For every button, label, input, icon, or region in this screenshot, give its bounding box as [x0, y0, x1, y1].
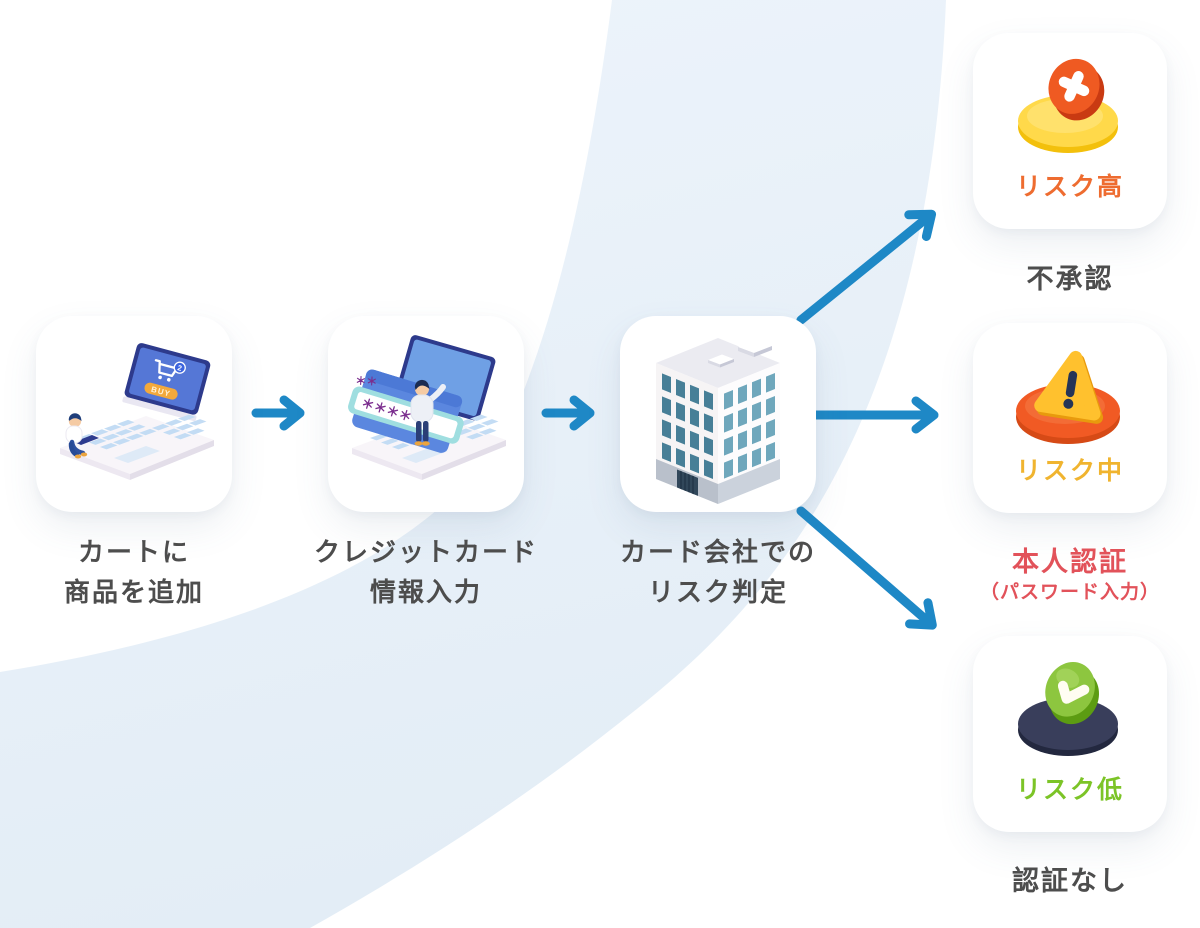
card-company-building-illustration — [656, 338, 780, 504]
outcome-card-risk-low: リスク低 — [973, 636, 1167, 832]
cart-laptop-illustration: 2 BUY — [60, 343, 214, 480]
arrow-up-right-icon — [796, 209, 937, 325]
check-badge-icon — [1018, 662, 1118, 756]
step-card-risk-assessment — [620, 316, 816, 512]
outcome-card-risk-mid: リスク中 — [973, 323, 1167, 513]
risk-low-label: リスク低 — [1015, 776, 1124, 804]
step-label-line: 商品を追加 — [63, 577, 204, 607]
step-label-credit-card-entry: クレジットカード 情報入力 — [276, 532, 576, 612]
warning-badge-icon — [1016, 350, 1120, 444]
standing-person — [410, 379, 446, 446]
step-label-line: クレジットカード — [313, 537, 538, 567]
step-card-add-to-cart: 2 BUY — [36, 316, 232, 512]
step-label-line: カード会社での — [619, 537, 816, 567]
step-label-line: リスク判定 — [647, 577, 788, 607]
step-card-credit-card-entry: ＊＊＊＊ ＊＊ — [328, 316, 524, 512]
step-label-line: カートに — [77, 537, 190, 567]
result-identity-verification-label: 本人認証 — [1012, 547, 1128, 577]
credit-card-password-field: ＊＊＊＊ ＊＊ — [348, 369, 464, 453]
deny-badge-icon — [1018, 58, 1118, 153]
arrow-right-icon — [251, 395, 305, 431]
arrow-right-icon — [811, 396, 939, 434]
arrow-down-right-icon — [796, 506, 937, 630]
result-no-authentication-label: 認証なし — [1012, 866, 1128, 896]
step-label-risk-assessment: カード会社での リスク判定 — [568, 532, 868, 612]
step-label-add-to-cart: カートに 商品を追加 — [0, 532, 284, 612]
credit-card-entry-illustration: ＊＊＊＊ ＊＊ — [348, 335, 506, 480]
buy-button: BUY — [144, 382, 178, 400]
sitting-person — [65, 413, 99, 459]
risk-mid-label: リスク中 — [1015, 457, 1124, 485]
masked-card-digits-trail: ＊＊ — [355, 375, 378, 388]
result-denied-label: 不承認 — [1026, 264, 1114, 294]
step-label-line: 情報入力 — [369, 577, 482, 607]
cart-count-badge: 2 — [173, 361, 186, 374]
result-password-entry-label: （パスワード入力） — [979, 582, 1160, 603]
outcome-card-risk-high: リスク高 — [973, 33, 1167, 229]
cart-count: 2 — [177, 363, 183, 373]
arrow-right-icon — [541, 395, 595, 431]
risk-high-label: リスク高 — [1015, 173, 1124, 201]
